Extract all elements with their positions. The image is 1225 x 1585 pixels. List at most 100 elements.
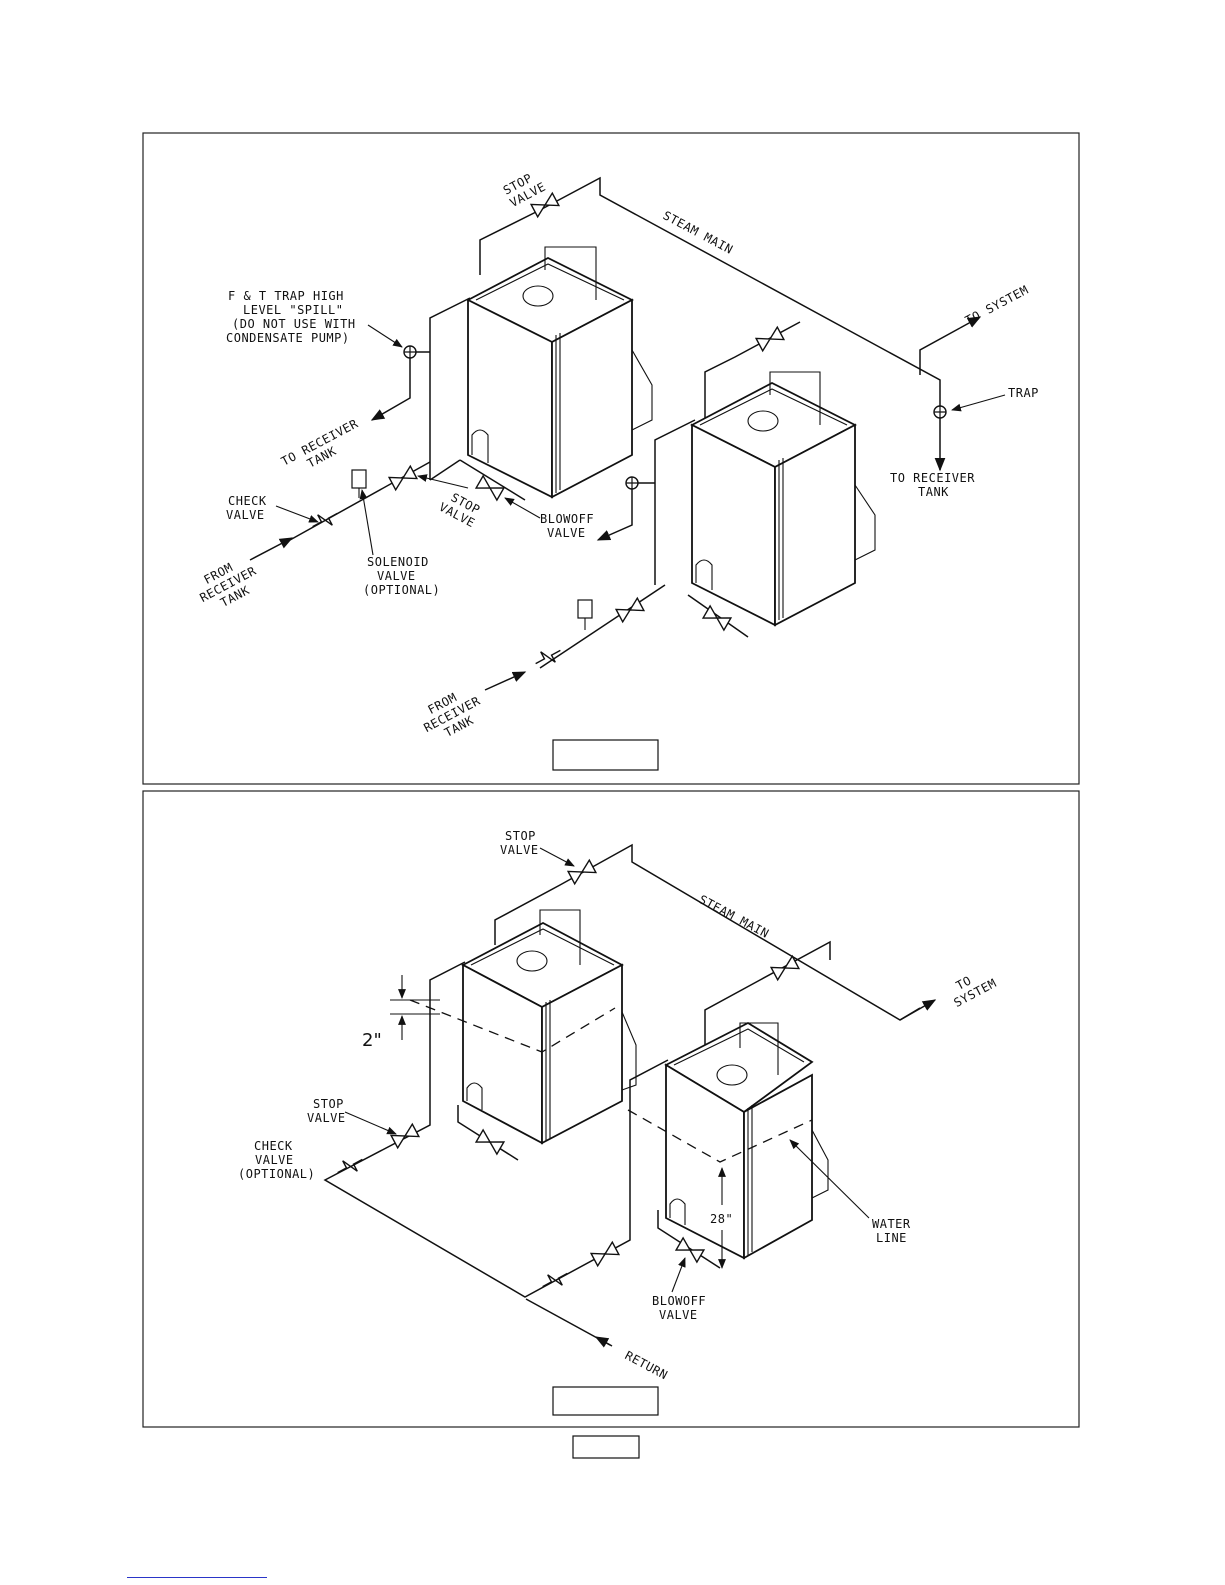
top-solenoid-box (351, 469, 367, 489)
top-blowoff-leader (504, 497, 541, 519)
bottom-boilerA-riser (429, 961, 466, 1105)
svg-text:VALVE: VALVE (226, 508, 265, 522)
svg-text:LINE: LINE (876, 1231, 907, 1245)
svg-text:(DO NOT USE WITH: (DO NOT USE WITH (232, 317, 356, 331)
bottom-return-arrow (594, 1336, 613, 1348)
svg-text:(OPTIONAL): (OPTIONAL) (238, 1167, 315, 1181)
bottom-waterline-a (409, 999, 616, 1053)
svg-text:TO: TO (954, 973, 974, 993)
top-boiler-1 (466, 246, 653, 499)
svg-text:CHECK: CHECK (228, 494, 267, 508)
top-stop-valve-2-icon (615, 597, 645, 623)
top-ft-trap-leader (367, 324, 403, 348)
bottom-boiler-b (664, 1021, 829, 1260)
bottom-figure-caption-box (552, 1386, 659, 1416)
svg-text:VALVE: VALVE (500, 843, 539, 857)
top-figure-caption-box (552, 739, 659, 771)
top-feed-line-2 (539, 584, 666, 669)
top-check-leader (275, 505, 319, 523)
bottom-check-valve-label: CHECK VALVE (OPTIONAL) (238, 1139, 315, 1181)
top-figure-frame (142, 132, 1080, 785)
top-ft-trap-symbol (403, 345, 417, 359)
top-trap-symbol (933, 405, 947, 419)
svg-text:LEVEL "SPILL": LEVEL "SPILL" (243, 303, 343, 317)
bottom-check-valve-icon (333, 1151, 367, 1181)
svg-text:CONDENSATE PUMP): CONDENSATE PUMP) (226, 331, 350, 345)
bottom-stop-valve-left-label: STOP VALVE (307, 1097, 346, 1125)
svg-text:VALVE: VALVE (307, 1111, 346, 1125)
top-to-system-pipe (919, 327, 961, 375)
bottom-water-line-label: WATER LINE (872, 1217, 911, 1245)
bottom-stop-valve-left-leader (344, 1111, 397, 1135)
top-blowoff-valve-icon (475, 475, 505, 501)
bottom-figure-frame (142, 790, 1080, 1428)
top-from-receiver-1-label: FROM RECEIVER TANK (197, 560, 258, 610)
svg-text:TO RECEIVER: TO RECEIVER (890, 471, 975, 485)
bottom-waterline-b (627, 1109, 813, 1163)
bottom-branch-valve-icon (770, 955, 800, 981)
top-steam-main-pipe (479, 176, 941, 420)
svg-text:VALVE: VALVE (377, 569, 416, 583)
top-blowoff-valve-label: BLOWOFF VALVE (540, 512, 594, 540)
svg-text:STOP: STOP (505, 829, 536, 843)
top-to-system-label: TO SYSTEM (963, 283, 1031, 328)
bottom-waterline-leader (789, 1139, 870, 1219)
bottom-stop-valve-left-icon (390, 1123, 420, 1149)
svg-text:VALVE: VALVE (255, 1153, 294, 1167)
svg-text:CHECK: CHECK (254, 1139, 293, 1153)
bottom-blowoff-leader (671, 1257, 686, 1293)
top-ft-trap-drain (370, 358, 411, 421)
svg-text:VALVE: VALVE (659, 1308, 698, 1322)
top-stop-valve-lower-label: STOP VALVE (437, 490, 483, 530)
bottom-blowoff-valve-label: BLOWOFF VALVE (652, 1294, 706, 1322)
top-trap-label: TRAP (1008, 386, 1039, 400)
svg-text:STOP: STOP (313, 1097, 344, 1111)
top-boiler1-riser (429, 297, 471, 480)
top-solenoid-2-box (577, 599, 593, 619)
top-solenoid-leader (359, 489, 374, 556)
top-boiler2-trap-drain (596, 489, 633, 541)
bottom-boilerB-blowoff-icon (675, 1237, 705, 1263)
bottom-steam-main-label: STEAM MAIN (697, 892, 772, 941)
footer-link-underline (127, 1577, 267, 1578)
top-ft-trap-label: F & T TRAP HIGH LEVEL "SPILL" (DO NOT US… (226, 289, 356, 345)
bottom-dim-28in-label: 28" (710, 1212, 733, 1226)
top-steam-main-label: STEAM MAIN (661, 208, 736, 257)
top-blowoff-2-pipe (687, 594, 749, 638)
top-blowoff-2-valve-icon (702, 605, 732, 631)
top-boiler2-trap-symbol (625, 476, 639, 490)
svg-text:TANK: TANK (918, 485, 949, 499)
top-solenoid-valve-label: SOLENOID VALVE (OPTIONAL) (363, 555, 440, 597)
bottom-check-valve-2-icon (538, 1265, 572, 1295)
svg-text:BLOWOFF: BLOWOFF (540, 512, 594, 526)
top-stop-lower-leader (417, 474, 469, 489)
bottom-stop-valve-label: STOP VALVE (500, 829, 539, 857)
svg-text:VALVE: VALVE (547, 526, 586, 540)
bottom-to-system-label: TO SYSTEM (951, 973, 999, 1010)
bottom-boiler-a (461, 909, 637, 1145)
svg-text:F & T TRAP HIGH: F & T TRAP HIGH (228, 289, 344, 303)
svg-text:SOLENOID: SOLENOID (367, 555, 429, 569)
top-stop-valve-label: STOP VALVE (501, 171, 548, 210)
top-to-receiver-right-label: TO RECEIVER TANK (890, 471, 975, 499)
svg-text:WATER: WATER (872, 1217, 911, 1231)
bottom-stop-valve-icon (567, 859, 597, 885)
top-from-receiver-2-arrow (484, 671, 527, 691)
top-stop-valve-lower-icon (388, 465, 418, 491)
top-boiler-2 (690, 371, 876, 627)
top-check-valve-label: CHECK VALVE (226, 494, 267, 522)
top-blowoff-pipe (459, 459, 526, 501)
bottom-return-label: RETURN (623, 1348, 671, 1382)
top-check-valve-2-icon (531, 642, 565, 672)
page-number-box (572, 1435, 640, 1459)
svg-text:(OPTIONAL): (OPTIONAL) (363, 583, 440, 597)
bottom-return-piping (323, 1105, 631, 1298)
bottom-dim-2in-label: 2" (362, 1030, 382, 1051)
bottom-to-system-arrow (899, 999, 937, 1021)
bottom-dim-2in-lines (390, 999, 440, 1015)
bottom-return-valve-icon (590, 1241, 620, 1267)
bottom-boilerB-riser (629, 1059, 669, 1130)
top-boiler1-base-pipe (429, 459, 461, 481)
bottom-branch-pipe (704, 940, 831, 1045)
